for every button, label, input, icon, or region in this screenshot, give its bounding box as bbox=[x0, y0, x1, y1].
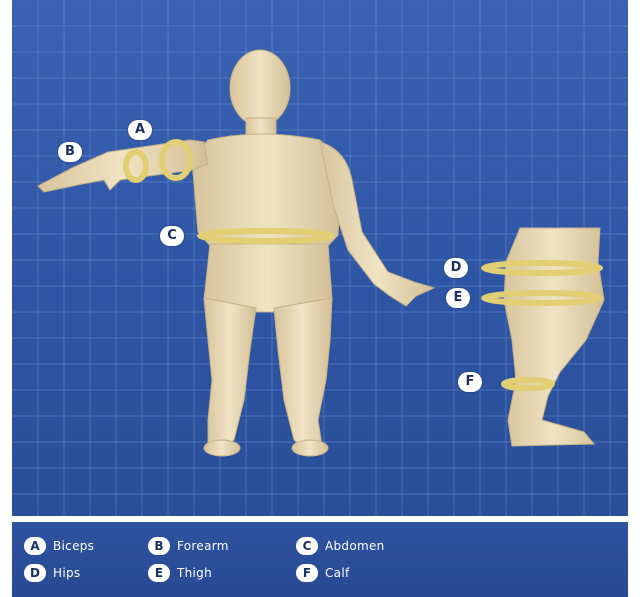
figure-head bbox=[230, 50, 290, 126]
body-illustration bbox=[12, 0, 628, 516]
legend-label: Calf bbox=[325, 566, 350, 580]
figure-right-foot bbox=[292, 440, 328, 456]
legend-item-forearm: B Forearm bbox=[148, 536, 229, 556]
legend-badge: F bbox=[296, 564, 318, 582]
figure-right-leg bbox=[274, 298, 332, 446]
callout-f: F bbox=[458, 372, 482, 392]
legend-label: Hips bbox=[53, 566, 80, 580]
callout-a: A bbox=[128, 120, 152, 140]
legend-label: Forearm bbox=[177, 539, 229, 553]
legend-item-hips: D Hips bbox=[24, 563, 80, 583]
legend-item-abdomen: C Abdomen bbox=[296, 536, 385, 556]
callout-c: C bbox=[160, 226, 184, 246]
legend-badge: A bbox=[24, 537, 46, 555]
legend-panel: A Biceps B Forearm C Abdomen D Hips E Th… bbox=[12, 522, 628, 597]
legend-badge: C bbox=[296, 537, 318, 555]
legend-item-thigh: E Thigh bbox=[148, 563, 212, 583]
figure-left-foot bbox=[204, 440, 240, 456]
legend-label: Biceps bbox=[53, 539, 94, 553]
callout-e: E bbox=[446, 288, 470, 308]
human-figure bbox=[38, 50, 434, 456]
legend-item-calf: F Calf bbox=[296, 563, 350, 583]
legend-badge: B bbox=[148, 537, 170, 555]
legend-label: Thigh bbox=[177, 566, 212, 580]
legend-label: Abdomen bbox=[325, 539, 385, 553]
callout-d: D bbox=[444, 258, 468, 278]
figure-left-leg bbox=[204, 298, 256, 446]
legend-badge: E bbox=[148, 564, 170, 582]
callout-b: B bbox=[58, 142, 82, 162]
legend-badge: D bbox=[24, 564, 46, 582]
legend-item-biceps: A Biceps bbox=[24, 536, 94, 556]
diagram-panel: A B C D E F bbox=[12, 0, 628, 516]
